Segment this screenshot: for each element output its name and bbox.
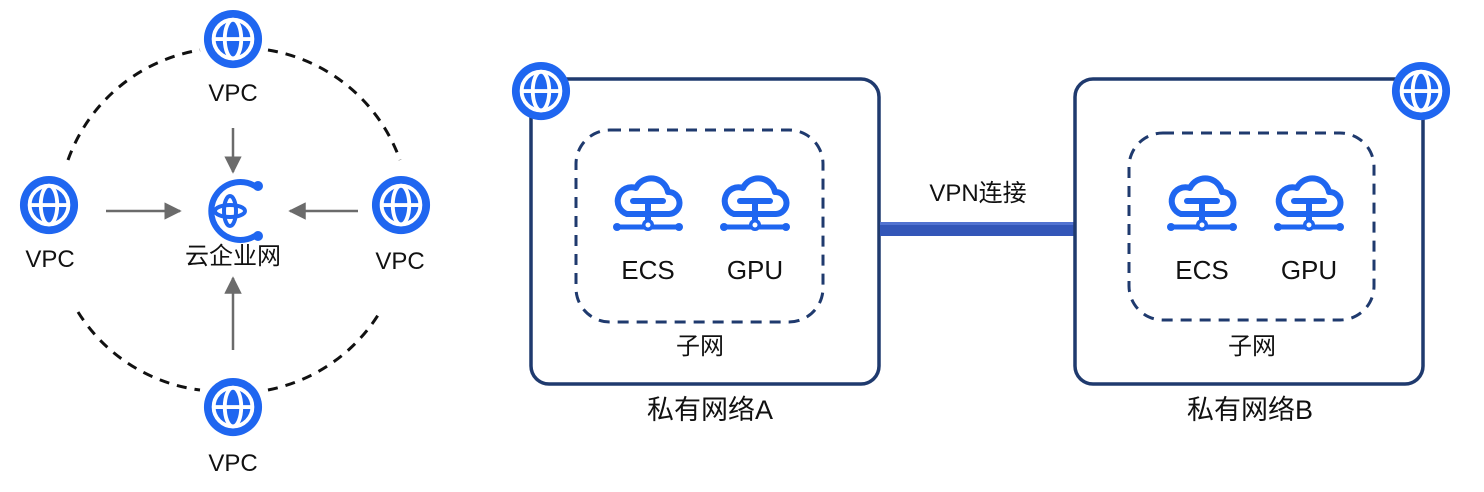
- dashed-ring-bottom-left: [76, 311, 201, 392]
- subnet-label-a: 子网: [676, 333, 724, 360]
- dashed-ring-top-right: [267, 48, 402, 161]
- subnet-label-b: 子网: [1228, 333, 1276, 360]
- globe-icon: [18, 174, 80, 236]
- vpc-label-bottom: VPC: [208, 450, 258, 477]
- vpn-connection-label: VPN连接: [929, 180, 1027, 207]
- vpc-label-right: VPC: [375, 248, 425, 275]
- cloud-node-icon: [613, 178, 683, 231]
- network-a-box: [529, 77, 881, 386]
- globe-icon: [1390, 60, 1452, 122]
- instance-label-gpu-b: GPU: [1280, 255, 1338, 285]
- cloud-enterprise-network-icon: [208, 179, 263, 243]
- vpc-label-top: VPC: [208, 80, 258, 107]
- network-a: [510, 60, 881, 386]
- globe-icon: [202, 8, 264, 70]
- star-topology: [18, 8, 432, 438]
- globe-icon: [510, 60, 572, 122]
- instance-label-ecs-b: ECS: [1175, 255, 1229, 285]
- instance-label-ecs-a: ECS: [621, 255, 675, 285]
- vpn-link: [880, 222, 1075, 236]
- network-b-box: [1073, 77, 1425, 386]
- subnet-b-box: [1127, 131, 1376, 322]
- cloud-node-icon: [720, 178, 790, 231]
- instance-label-gpu-a: GPU: [726, 255, 784, 285]
- cloud-node-icon: [1167, 178, 1237, 231]
- network-b: [1073, 60, 1452, 386]
- subnet-a-box: [574, 128, 825, 324]
- network-title-b: 私有网络B: [1186, 395, 1313, 425]
- network-title-a: 私有网络A: [646, 395, 773, 425]
- cloud-node-icon: [1274, 178, 1344, 231]
- hub-label: 云企业网: [185, 243, 281, 270]
- vpn-link-bar: [880, 222, 1075, 236]
- vpc-label-left: VPC: [25, 246, 75, 273]
- globe-icon: [370, 174, 432, 236]
- globe-icon: [202, 376, 264, 438]
- dashed-ring-bottom-right: [267, 311, 382, 392]
- dashed-ring-top-left: [66, 48, 201, 161]
